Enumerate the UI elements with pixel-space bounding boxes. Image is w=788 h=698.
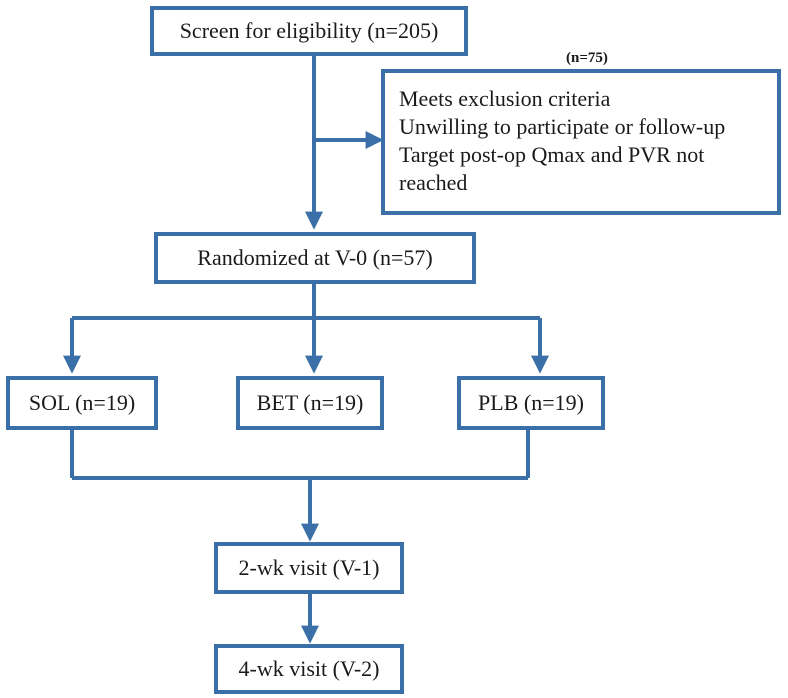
plb-box: PLB (n=19) [457,376,605,430]
exclusion-count: (n=75) [566,50,608,66]
bet-box: BET (n=19) [236,376,384,430]
randomized-box: Randomized at V-0 (n=57) [154,232,476,284]
visit1-box: 2-wk visit (V-1) [214,542,404,594]
exclusion-line-4: reached [399,170,468,195]
exclusion-line-2: Unwilling to participate or follow-up [399,114,726,139]
screen-box: Screen for eligibility (n=205) [150,6,468,56]
exclusion-line-1: Meets exclusion criteria [399,86,611,111]
exclusion-line-3: Target post-op Qmax and PVR not [399,142,705,167]
exclusion-box: Meets exclusion criteria Unwilling to pa… [381,69,781,215]
visit2-box: 4-wk visit (V-2) [214,644,404,694]
sol-box: SOL (n=19) [6,376,158,430]
